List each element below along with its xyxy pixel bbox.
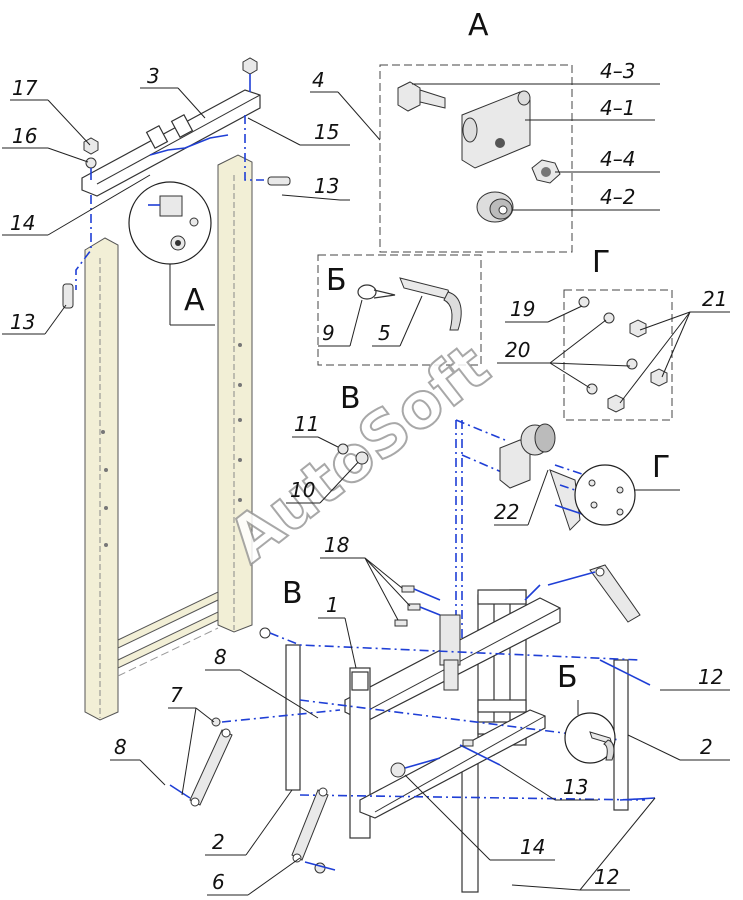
label-15: 15 <box>314 120 339 144</box>
label-6: 6 <box>212 870 225 894</box>
view-v-callout: В <box>282 576 303 611</box>
base-frame <box>344 585 561 893</box>
label-13-top: 13 <box>314 174 339 198</box>
label-2-left: 2 <box>212 830 225 854</box>
label-4: 4 <box>312 68 325 92</box>
label-12-lower: 12 <box>594 865 619 889</box>
label-4-3: 4–3 <box>600 59 635 83</box>
view-g-title: Г <box>592 245 610 280</box>
label-4-4: 4–4 <box>600 147 635 171</box>
label-20: 20 <box>505 338 530 362</box>
label-3: 3 <box>147 64 160 88</box>
post-holes <box>101 343 242 547</box>
label-12-top: 12 <box>698 665 723 689</box>
label-9: 9 <box>322 321 335 345</box>
label-1: 1 <box>326 593 339 617</box>
view-b-callout: Б <box>557 660 578 695</box>
label-13-lower: 13 <box>563 775 588 799</box>
label-21: 21 <box>702 287 727 311</box>
view-v-title: В <box>340 381 361 416</box>
detail-g-box <box>563 289 673 421</box>
label-17: 17 <box>12 76 38 100</box>
winch-assembly <box>455 419 680 640</box>
lower-fasteners <box>390 739 501 778</box>
view-a-title: А <box>468 8 489 43</box>
label-4-2: 4–2 <box>600 185 635 209</box>
label-22: 22 <box>494 500 519 524</box>
view-a-callout: А <box>184 283 205 318</box>
detail-a-box <box>379 64 573 253</box>
leader-lines <box>2 83 730 896</box>
label-7: 7 <box>170 683 183 707</box>
link-arms <box>169 717 336 874</box>
label-16: 16 <box>12 124 37 148</box>
detail-circle-b <box>564 700 616 764</box>
detail-circle-a <box>128 181 215 326</box>
label-8-left: 8 <box>114 735 127 759</box>
view-g-callout: Г <box>652 450 670 485</box>
label-8-top: 8 <box>214 645 227 669</box>
label-14-lower: 14 <box>520 835 545 859</box>
label-18: 18 <box>324 533 349 557</box>
label-10: 10 <box>290 478 315 502</box>
assembly-paths-left <box>62 115 291 309</box>
label-19: 19 <box>510 297 535 321</box>
label-5: 5 <box>378 321 391 345</box>
upright-frame <box>84 154 253 721</box>
label-11: 11 <box>294 412 319 436</box>
label-2-right: 2 <box>700 735 713 759</box>
detail-b-box <box>317 254 482 366</box>
view-b-title: Б <box>326 263 347 298</box>
label-4-1: 4–1 <box>600 96 635 120</box>
label-14-top: 14 <box>10 211 35 235</box>
label-13-left: 13 <box>10 310 35 334</box>
part-labels: 17 16 3 14 13 13 15 4 4–3 4–1 4–4 4–2 9 … <box>10 59 727 894</box>
